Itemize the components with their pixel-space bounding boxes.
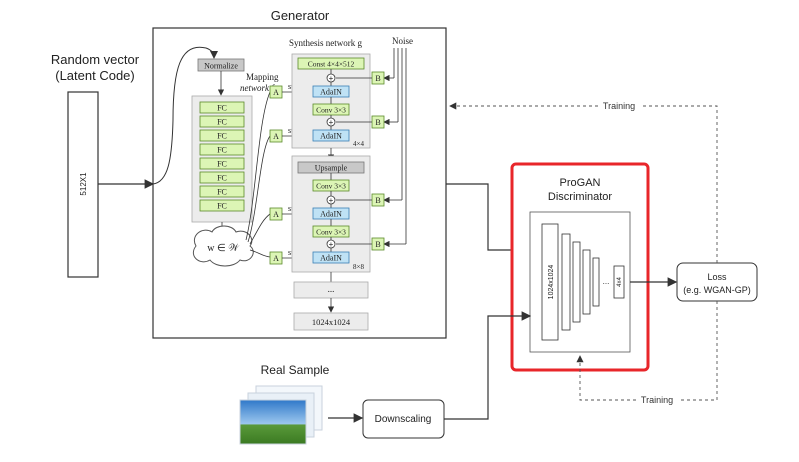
loss-title-line2: (e.g. WGAN-GP) xyxy=(683,285,751,295)
discriminator-output-layer xyxy=(613,265,625,299)
downscaling-label: Downscaling xyxy=(375,414,432,425)
generator-output-label: 1024x1024 xyxy=(312,317,351,327)
conv-label: Conv 3×3 xyxy=(316,228,346,237)
real-sample-title: Real Sample xyxy=(261,363,330,377)
fc-layer xyxy=(199,185,245,198)
discriminator-ellipsis: ... xyxy=(603,277,610,286)
discriminator-input-label: 1024x1024 xyxy=(548,265,555,300)
training-to-discriminator-dashed xyxy=(576,301,718,401)
loss-box xyxy=(676,262,758,302)
w-to-a2-line xyxy=(247,135,271,243)
random-vector-title-line1: Random vector xyxy=(51,52,140,67)
discriminator-layer xyxy=(561,233,571,331)
fc-layer xyxy=(199,171,245,184)
discriminator-title-line2: Discriminator xyxy=(548,191,613,203)
fc-layer-label: FC xyxy=(217,118,227,127)
style-affine-blocks: A A A A xyxy=(269,85,283,265)
downscaling-to-discriminator-arrow xyxy=(444,311,532,420)
noise-scale-b-label: B xyxy=(375,196,380,205)
more-blocks-ellipsis: ... xyxy=(328,284,335,294)
noise-add-symbol: + xyxy=(329,240,334,249)
w-to-a3-line xyxy=(249,213,271,245)
adain-label: AdaIN xyxy=(320,88,342,97)
w-latent-label: w ∈ 𝒲 xyxy=(207,243,240,254)
discriminator-layer xyxy=(572,241,581,323)
discriminator-layers: 1024x1024 ... 4x4 xyxy=(541,223,625,341)
affine-a-label: A xyxy=(273,88,279,97)
adain-label: AdaIN xyxy=(320,254,342,263)
fc-layer-label: FC xyxy=(217,146,227,155)
affine-a-label: A xyxy=(273,210,279,219)
discriminator-title-line1: ProGAN xyxy=(560,177,601,189)
random-vector-title-line2: (Latent Code) xyxy=(55,68,135,83)
normalize-label: Normalize xyxy=(204,62,238,71)
fc-layer-label: FC xyxy=(217,104,227,113)
synthesis-network-label: Synthesis network g xyxy=(289,38,362,48)
adain-label: AdaIN xyxy=(320,210,342,219)
fc-layer xyxy=(199,129,245,142)
training-label-bg xyxy=(636,393,678,407)
sample-image-front xyxy=(239,399,307,445)
noise-inputs: B B B B xyxy=(336,48,407,251)
w-to-a1-line xyxy=(245,91,271,241)
w-latent-cloud xyxy=(192,225,254,267)
discriminator-input-layer xyxy=(541,223,559,341)
affine-a-label: A xyxy=(273,132,279,141)
resolution-4x4-label: 4×4 xyxy=(353,140,364,148)
fc-layer-label: FC xyxy=(217,202,227,211)
fc-layer-label: FC xyxy=(217,132,227,141)
real-sample-images xyxy=(239,385,323,445)
noise-add-symbol: + xyxy=(329,196,334,205)
generator-title: Generator xyxy=(271,8,330,23)
noise-scale-b-label: B xyxy=(375,240,380,249)
latent-vector-dim: 512X1 xyxy=(79,172,88,196)
noise-add-symbol: + xyxy=(329,74,334,83)
noise-label: Noise xyxy=(392,36,413,46)
affine-a-label: A xyxy=(273,254,279,263)
fc-layer-label: FC xyxy=(217,188,227,197)
noise-scale-b-label: B xyxy=(375,74,380,83)
resolution-8x8-label: 8×8 xyxy=(353,263,364,271)
fc-layer xyxy=(199,101,245,114)
adain-label: AdaIN xyxy=(320,132,342,141)
fc-stack: FC FC FC FC FC FC FC FC xyxy=(199,101,245,212)
fc-layer xyxy=(199,115,245,128)
training-label-top: Training xyxy=(603,101,635,111)
training-label-bottom: Training xyxy=(641,395,673,405)
loss-title-line1: Loss xyxy=(707,272,727,282)
discriminator-layer xyxy=(592,257,600,307)
adain-box xyxy=(312,129,350,142)
latent-vector-box xyxy=(67,91,99,278)
discriminator-output-label: 4x4 xyxy=(617,277,623,287)
noise-add-symbol: + xyxy=(329,118,334,127)
noise-scale-b-label: B xyxy=(375,118,380,127)
w-to-a4-line xyxy=(249,249,271,258)
generator-output-box xyxy=(293,312,369,331)
adain-box xyxy=(312,251,350,264)
fc-layer-label: FC xyxy=(217,160,227,169)
fc-layer xyxy=(199,157,245,170)
conv-label: Conv 3×3 xyxy=(316,182,346,191)
upsample-label: Upsample xyxy=(315,164,348,173)
latent-to-normalize-curve xyxy=(152,46,218,185)
training-to-generator-dashed xyxy=(449,102,718,263)
mapping-label-1: Mapping xyxy=(246,72,279,82)
fc-layer xyxy=(199,199,245,212)
discriminator-layer xyxy=(582,249,591,315)
generator-to-discriminator-arrow xyxy=(446,183,532,255)
training-label-bg xyxy=(598,99,640,113)
mapping-label-2: network f xyxy=(240,83,275,93)
conv-label: Conv 3×3 xyxy=(316,106,346,115)
fc-layer-label: FC xyxy=(217,174,227,183)
fc-layer xyxy=(199,143,245,156)
const-label: Const 4×4×512 xyxy=(308,60,355,69)
